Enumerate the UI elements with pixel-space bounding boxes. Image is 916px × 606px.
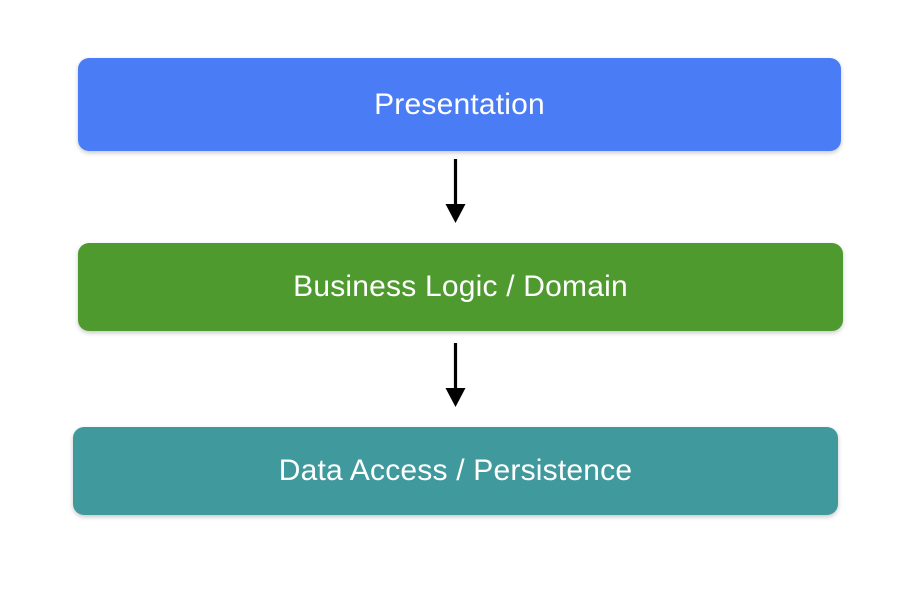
arrow-business-logic-to-data-access	[429, 342, 483, 412]
layer-label-presentation: Presentation	[374, 87, 545, 121]
layer-label-data-access: Data Access / Persistence	[278, 454, 633, 487]
layer-box-business-logic[interactable]: Business Logic / Domain	[78, 243, 843, 331]
layer-box-data-access[interactable]: Data Access / Persistence	[73, 427, 838, 515]
layer-label-business-logic: Business Logic / Domain	[293, 270, 628, 303]
arrow-presentation-to-business-logic	[429, 158, 483, 228]
layer-box-presentation[interactable]: Presentation	[78, 58, 841, 151]
